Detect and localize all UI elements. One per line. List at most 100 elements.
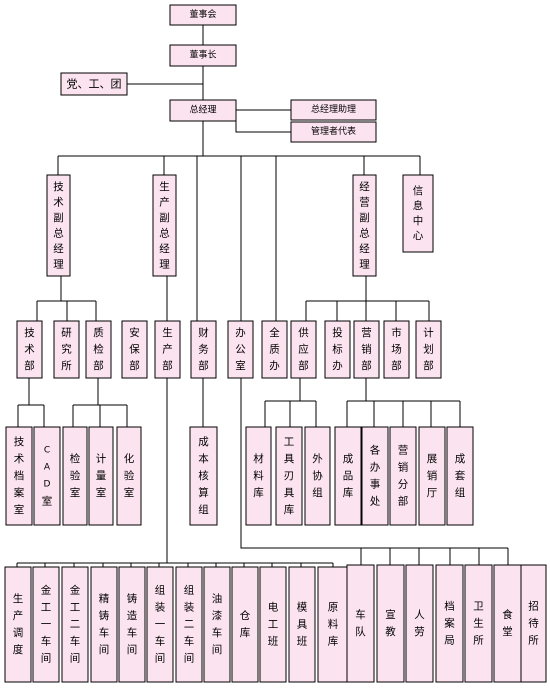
node-label: 材料库 xyxy=(253,452,264,499)
node-box xyxy=(227,320,254,379)
org-node-warehouse: 仓库 xyxy=(231,566,259,683)
node-box xyxy=(376,564,405,683)
node-label: 投标办 xyxy=(332,326,343,372)
org-node-party: 党、工、团 xyxy=(60,72,128,96)
node-label: 宣教 xyxy=(385,608,396,638)
node-box xyxy=(33,426,61,526)
node-label: 技术副总经理 xyxy=(53,180,64,270)
org-node-tool-store: 工具刃具库 xyxy=(275,426,303,526)
node-box xyxy=(118,566,146,683)
org-node-mgmt-rep: 管理者代表 xyxy=(290,121,377,143)
node-label: 精铸车间 xyxy=(99,592,110,656)
node-box xyxy=(290,99,377,121)
org-node-ws-asm2: 组装二车间 xyxy=(175,566,203,683)
node-box xyxy=(203,566,231,683)
node-label: 模具班 xyxy=(297,602,308,648)
node-box xyxy=(261,320,288,379)
node-box xyxy=(290,121,377,143)
node-label: 铸造车间 xyxy=(127,592,138,656)
node-label: 总经理助理 xyxy=(311,103,356,115)
node-box xyxy=(383,320,410,379)
node-box xyxy=(53,320,80,379)
node-box xyxy=(446,426,474,526)
node-label: 组装二车间 xyxy=(184,584,195,665)
node-label: 成品库 xyxy=(343,453,354,499)
node-label: 计量室 xyxy=(96,452,107,499)
org-node-tech-archive: 技术档案室 xyxy=(5,426,33,526)
org-node-board: 董事会 xyxy=(169,4,237,26)
node-box xyxy=(175,566,203,683)
org-node-mold: 模具班 xyxy=(288,566,316,683)
node-label: 展销厅 xyxy=(427,453,438,499)
org-node-motorcade: 车队 xyxy=(346,564,375,683)
node-label: 人劳 xyxy=(414,609,425,638)
org-node-chairman: 董事长 xyxy=(169,44,237,67)
node-box xyxy=(346,564,375,683)
node-box xyxy=(189,426,218,526)
node-box xyxy=(288,566,316,683)
node-box xyxy=(169,99,237,122)
node-label: 市场部 xyxy=(391,326,402,372)
org-node-metrology: 计量室 xyxy=(88,426,114,526)
node-label: 招待所 xyxy=(528,600,539,647)
org-node-inspect: 检验室 xyxy=(62,426,88,526)
org-node-plan: 计划部 xyxy=(415,320,442,379)
org-node-outsourcing: 外协组 xyxy=(304,426,331,526)
node-label: 档案局 xyxy=(444,600,455,647)
node-label: 工具刃具库 xyxy=(284,436,295,516)
org-node-finished-store: 成品库 xyxy=(334,426,362,526)
node-box xyxy=(402,174,434,253)
node-label: 供应部 xyxy=(298,326,309,372)
org-node-guesthouse: 招待所 xyxy=(520,564,547,683)
org-node-ws-casting: 铸造车间 xyxy=(118,566,146,683)
node-box xyxy=(61,566,89,683)
node-label: 经营副总经理 xyxy=(359,180,370,270)
node-box xyxy=(435,564,464,683)
org-node-biz-vp: 经营副总经理 xyxy=(352,174,377,277)
node-label: 金工一车间 xyxy=(41,584,52,665)
node-label: 生产部 xyxy=(162,326,173,372)
node-box xyxy=(16,320,43,379)
node-box xyxy=(405,564,434,683)
node-label: 原料库 xyxy=(328,602,339,648)
org-node-gm-asst: 总经理助理 xyxy=(290,99,377,121)
org-node-finance: 财务部 xyxy=(190,320,217,379)
org-node-market: 市场部 xyxy=(383,320,410,379)
node-label: 总经理 xyxy=(189,104,216,116)
node-label: 卫生所 xyxy=(473,601,484,647)
node-box xyxy=(415,320,442,379)
node-box xyxy=(317,566,349,683)
node-box xyxy=(389,426,417,526)
node-box xyxy=(245,426,272,526)
node-box xyxy=(146,566,174,683)
node-label: 技术档案室 xyxy=(14,435,25,516)
node-label: 董事会 xyxy=(189,8,216,20)
node-box xyxy=(154,320,181,379)
org-node-raw-store: 原料库 xyxy=(317,566,349,683)
org-node-archives: 档案局 xyxy=(435,564,464,683)
node-box xyxy=(88,426,114,526)
node-box xyxy=(4,566,32,683)
node-box xyxy=(352,174,377,277)
org-node-education: 宣教 xyxy=(376,564,405,683)
org-node-research: 研究所 xyxy=(53,320,80,379)
org-node-bidding: 投标办 xyxy=(324,320,351,379)
node-label: 食堂 xyxy=(502,608,513,638)
node-box xyxy=(334,426,362,526)
org-node-prod-sched: 生产调度 xyxy=(4,566,32,683)
org-node-showroom: 展销厅 xyxy=(418,426,446,526)
org-node-canteen: 食堂 xyxy=(493,564,522,683)
node-box xyxy=(121,320,148,379)
node-label: 成本核算组 xyxy=(198,436,209,516)
org-node-chem-lab: 化验室 xyxy=(116,426,142,526)
node-label: 安保部 xyxy=(129,326,140,372)
node-label: 营销部 xyxy=(361,326,372,372)
node-box xyxy=(116,426,142,526)
org-node-offices: 各办事处 xyxy=(361,426,389,526)
node-label: 全质办 xyxy=(269,326,280,372)
org-node-tech-dept: 技术部 xyxy=(16,320,43,379)
node-label: 管理者代表 xyxy=(311,125,356,137)
node-box xyxy=(190,320,217,379)
